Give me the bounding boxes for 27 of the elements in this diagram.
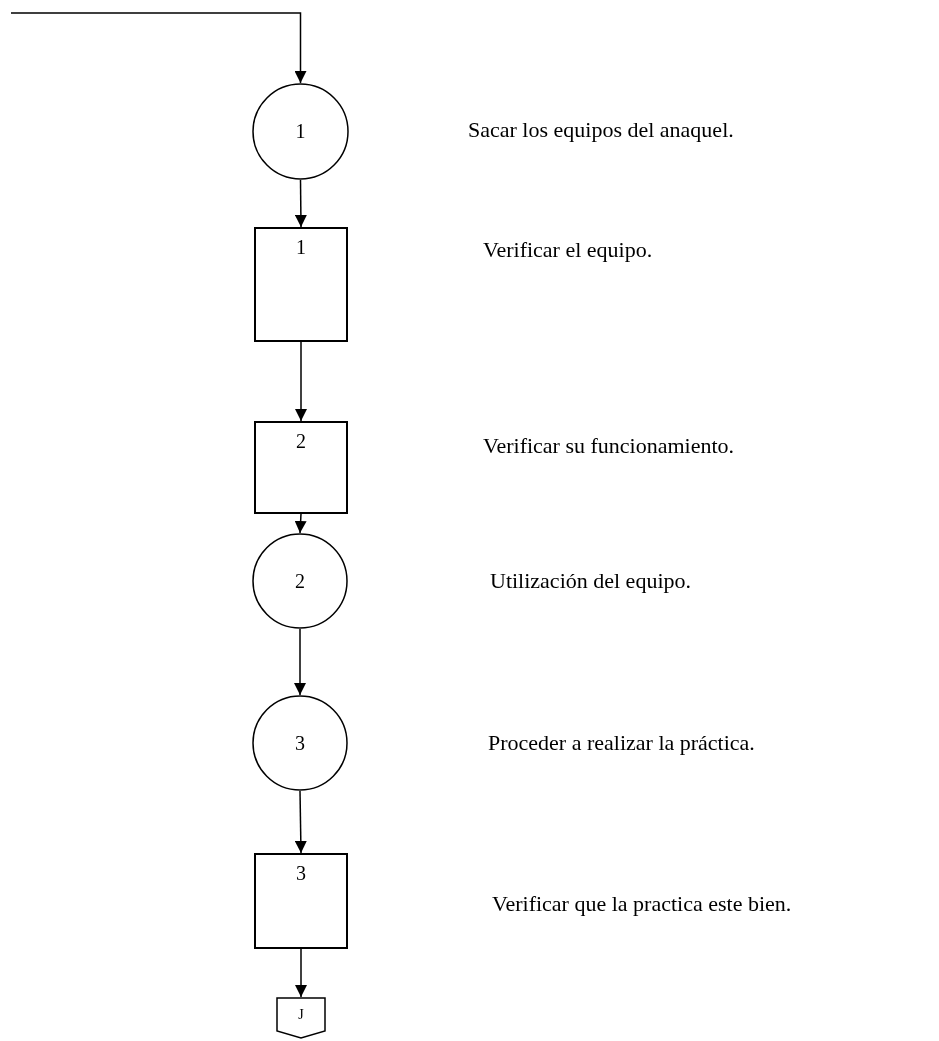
arrow	[294, 179, 307, 228]
step-description: Verificar el equipo.	[483, 237, 653, 263]
step-number: 2	[296, 429, 306, 453]
step-number: 3	[295, 731, 305, 755]
step-number: 1	[295, 120, 306, 143]
operation-circle	[252, 533, 348, 629]
inspection-box	[254, 853, 348, 949]
step-description: Verificar su funcionamiento.	[483, 433, 735, 459]
arrow	[295, 948, 307, 998]
off-page-connector	[276, 997, 326, 1039]
arrow	[295, 341, 307, 422]
arrow	[294, 790, 307, 854]
arrow	[10, 12, 307, 84]
step-description: Sacar los equipos del anaquel.	[468, 117, 734, 143]
inspection-box	[254, 421, 348, 514]
arrow	[294, 628, 306, 696]
operation-circle	[252, 83, 349, 180]
step-number: 2	[295, 569, 305, 593]
step-description: Proceder a realizar la práctica.	[488, 730, 755, 756]
step-number: 1	[296, 235, 306, 259]
inspection-box	[254, 227, 348, 342]
step-number: 3	[296, 861, 306, 885]
step-number: J	[298, 1007, 304, 1023]
operation-circle	[252, 695, 348, 791]
step-description: Verificar que la practica este bien.	[492, 891, 792, 917]
step-description: Utilización del equipo.	[490, 568, 691, 594]
arrow	[294, 513, 307, 534]
